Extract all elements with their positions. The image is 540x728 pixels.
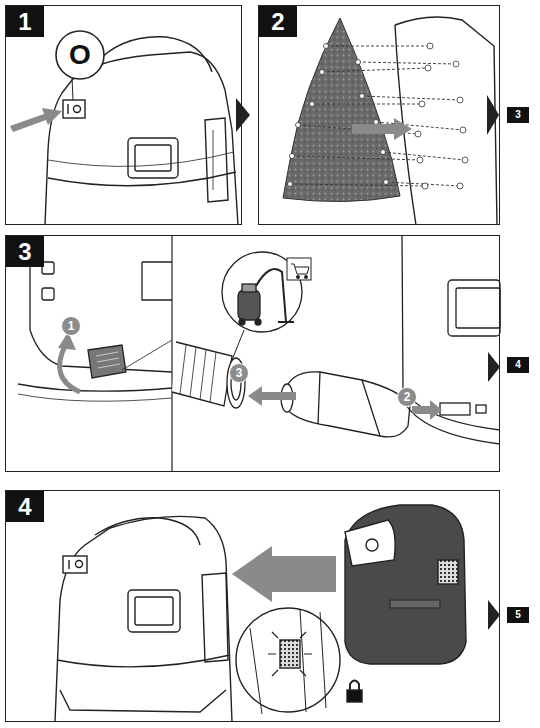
- panel-number: 3: [6, 236, 44, 267]
- panel-4-art: [55, 505, 500, 722]
- step-panel: 3 1 3 2: [5, 235, 500, 472]
- callout-number: 2: [397, 387, 417, 407]
- next-step-number: 5: [507, 607, 529, 623]
- next-triangle: [236, 98, 250, 132]
- next-step-number: 4: [507, 357, 529, 373]
- callout-number-text: 2: [397, 387, 417, 407]
- step-panel: 2: [258, 5, 500, 225]
- next-step-box: 5: [507, 607, 529, 623]
- next-step-box: 3: [507, 107, 529, 123]
- step-panel: 4: [5, 490, 500, 722]
- callout-number-text: 3: [229, 363, 249, 383]
- panel-number: 2: [259, 6, 297, 37]
- direction-arrow: [10, 108, 62, 132]
- callout-number: 1: [61, 316, 81, 336]
- switch-symbol: O: [62, 39, 98, 71]
- panel-3-art: [18, 235, 500, 472]
- panel-1-art: [45, 31, 238, 225]
- panel-2-art: [283, 17, 499, 225]
- next-step-box: 4: [507, 357, 529, 373]
- callout-number: 3: [229, 363, 249, 383]
- step-panel: 1: [5, 5, 242, 225]
- callout-number-text: 1: [61, 316, 81, 336]
- panel-number: 1: [6, 6, 44, 37]
- next-step-number: 3: [507, 107, 529, 123]
- panel-number: 4: [6, 491, 44, 522]
